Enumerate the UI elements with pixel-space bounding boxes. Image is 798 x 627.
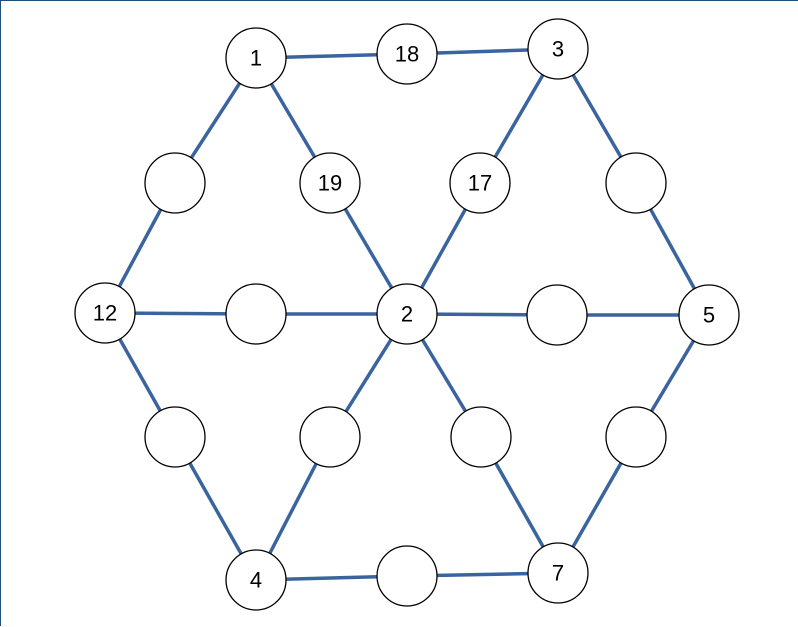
node-circle <box>376 545 438 607</box>
node-n4: 4 <box>225 549 287 611</box>
node-e <box>144 406 206 468</box>
node-circle <box>225 283 287 345</box>
node-n12: 12 <box>74 282 136 344</box>
node-circle <box>678 284 740 346</box>
node-label: 7 <box>552 561 564 586</box>
node-n3: 3 <box>527 18 589 80</box>
node-circle <box>450 406 512 468</box>
node-label: 17 <box>468 171 492 196</box>
node-circle <box>74 282 136 344</box>
node-label: 2 <box>401 302 413 327</box>
node-n18: 18 <box>376 23 438 85</box>
node-label: 12 <box>93 301 117 326</box>
node-label: 5 <box>703 303 715 328</box>
node-g <box>450 406 512 468</box>
node-n2: 2 <box>376 283 438 345</box>
node-circle <box>605 406 667 468</box>
node-circle <box>225 27 287 89</box>
node-label: 18 <box>395 42 419 67</box>
node-circle <box>299 152 361 214</box>
node-circle <box>527 542 589 604</box>
node-circle <box>376 23 438 85</box>
node-n7: 7 <box>527 542 589 604</box>
node-h <box>605 406 667 468</box>
node-circle <box>376 283 438 345</box>
node-circle <box>225 549 287 611</box>
node-circle <box>144 406 206 468</box>
node-label: 1 <box>250 46 262 71</box>
node-circle <box>299 406 361 468</box>
node-d <box>526 284 588 346</box>
node-c <box>225 283 287 345</box>
node-circle <box>527 18 589 80</box>
node-circle <box>449 152 511 214</box>
node-label: 3 <box>552 37 564 62</box>
node-b <box>605 152 667 214</box>
node-label: 19 <box>318 171 342 196</box>
nodes-group: 1 18 3 19 17 12 2 5 4 7 <box>74 18 740 611</box>
node-n17: 17 <box>449 152 511 214</box>
node-circle <box>605 152 667 214</box>
node-n19: 19 <box>299 152 361 214</box>
node-a <box>144 152 206 214</box>
node-i <box>376 545 438 607</box>
node-n1: 1 <box>225 27 287 89</box>
node-circle <box>526 284 588 346</box>
node-circle <box>144 152 206 214</box>
node-n5: 5 <box>678 284 740 346</box>
node-f <box>299 406 361 468</box>
node-label: 4 <box>250 568 262 593</box>
